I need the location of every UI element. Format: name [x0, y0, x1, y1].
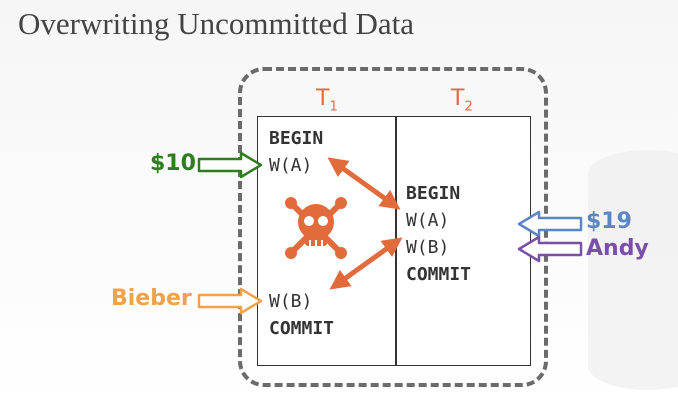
t2-op-write-b: W(B)	[406, 237, 450, 258]
t1-op-write-a: W(A)	[269, 155, 313, 176]
t2-header-label: T	[451, 86, 465, 111]
t1-op-write-b: W(B)	[269, 291, 313, 312]
write-arrow-bieber	[197, 287, 263, 315]
t1-header-sub: 1	[329, 99, 338, 115]
t1-op-commit: COMMIT	[269, 318, 335, 339]
t1-header: T1	[316, 86, 338, 114]
value-label-andy: Andy	[586, 236, 649, 261]
slide-title: Overwriting Uncommitted Data	[18, 6, 415, 41]
conflict-arrow-b	[329, 237, 403, 290]
t1-header-label: T	[316, 86, 330, 111]
conflict-arrow-a	[327, 157, 401, 210]
t1-op-begin: BEGIN	[269, 128, 324, 149]
skull-crossbones-icon	[285, 197, 347, 259]
value-label-10: $10	[150, 151, 196, 176]
write-arrow-10	[197, 151, 263, 179]
t2-header-sub: 2	[464, 99, 473, 115]
background-database-shape	[588, 150, 678, 390]
write-arrow-19	[517, 210, 583, 238]
write-arrow-andy	[517, 235, 583, 263]
t2-header: T2	[451, 86, 473, 114]
t2-op-write-a: W(A)	[406, 210, 450, 231]
value-label-bieber: Bieber	[111, 286, 192, 311]
t2-op-begin: BEGIN	[406, 183, 461, 204]
t2-op-commit: COMMIT	[406, 264, 472, 285]
value-label-19: $19	[586, 209, 632, 234]
